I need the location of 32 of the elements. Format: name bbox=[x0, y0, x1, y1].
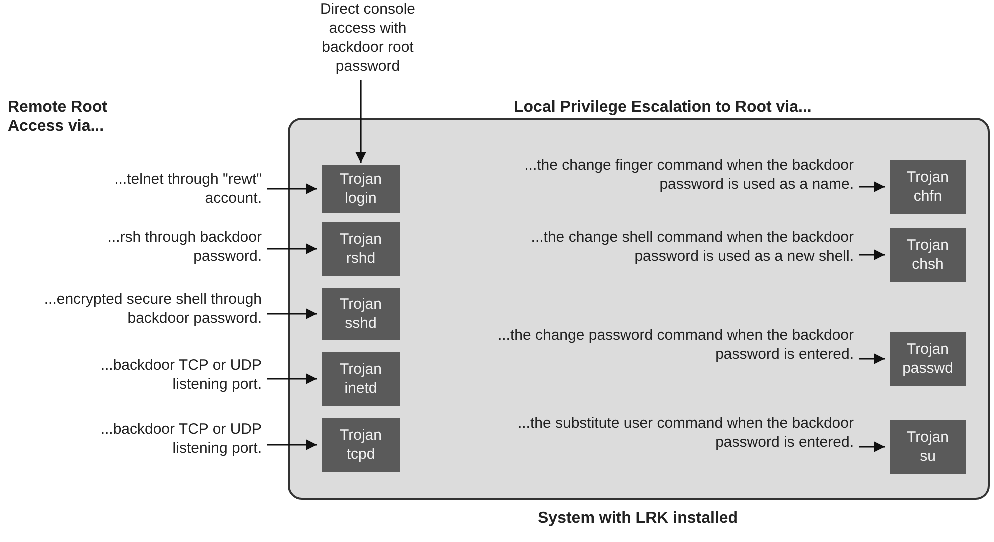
arrow bbox=[859, 249, 885, 261]
arrow bbox=[355, 80, 367, 163]
program-box: Trojan inetd bbox=[322, 352, 400, 406]
program-box: Trojan passwd bbox=[890, 332, 966, 386]
arrow bbox=[267, 183, 317, 195]
program-box: Trojan chfn bbox=[890, 160, 966, 214]
program-box: Trojan tcpd bbox=[322, 418, 400, 472]
description-text: ...the change shell command when the backdoor password is used as a new shell. bbox=[500, 228, 854, 288]
system-caption: System with LRK installed bbox=[538, 510, 738, 528]
arrow bbox=[267, 373, 317, 385]
program-box: Trojan sshd bbox=[322, 288, 400, 340]
program-box: Trojan su bbox=[890, 420, 966, 474]
group-heading: Local Privilege Escalation to Root via... bbox=[514, 98, 813, 117]
description-text: Direct console access with backdoor root password bbox=[300, 0, 436, 76]
program-box: Trojan login bbox=[322, 165, 400, 213]
description-text: ...rsh through backdoor password. bbox=[90, 228, 262, 268]
arrow bbox=[859, 181, 885, 193]
description-text: ...backdoor TCP or UDP listening port. bbox=[60, 420, 262, 460]
arrow bbox=[859, 441, 885, 453]
arrow bbox=[267, 243, 317, 255]
description-text: ...the change finger command when the backdoor password is used as a name. bbox=[500, 156, 854, 216]
description-text: ...telnet through "rewt" account. bbox=[90, 170, 262, 210]
program-box: Trojan rshd bbox=[322, 222, 400, 276]
description-text: ...the change password command when the backdoor password is entered. bbox=[490, 326, 854, 386]
description-text: ...encrypted secure shell through backdoor password. bbox=[4, 290, 262, 330]
arrow bbox=[859, 353, 885, 365]
arrow bbox=[267, 308, 317, 320]
description-text: ...the substitute user command when the backdoor password is entered. bbox=[490, 414, 854, 474]
description-text: ...backdoor TCP or UDP listening port. bbox=[60, 356, 262, 396]
group-heading: Remote Root Access via... bbox=[8, 98, 109, 136]
arrow bbox=[267, 439, 317, 451]
program-box: Trojan chsh bbox=[890, 228, 966, 282]
